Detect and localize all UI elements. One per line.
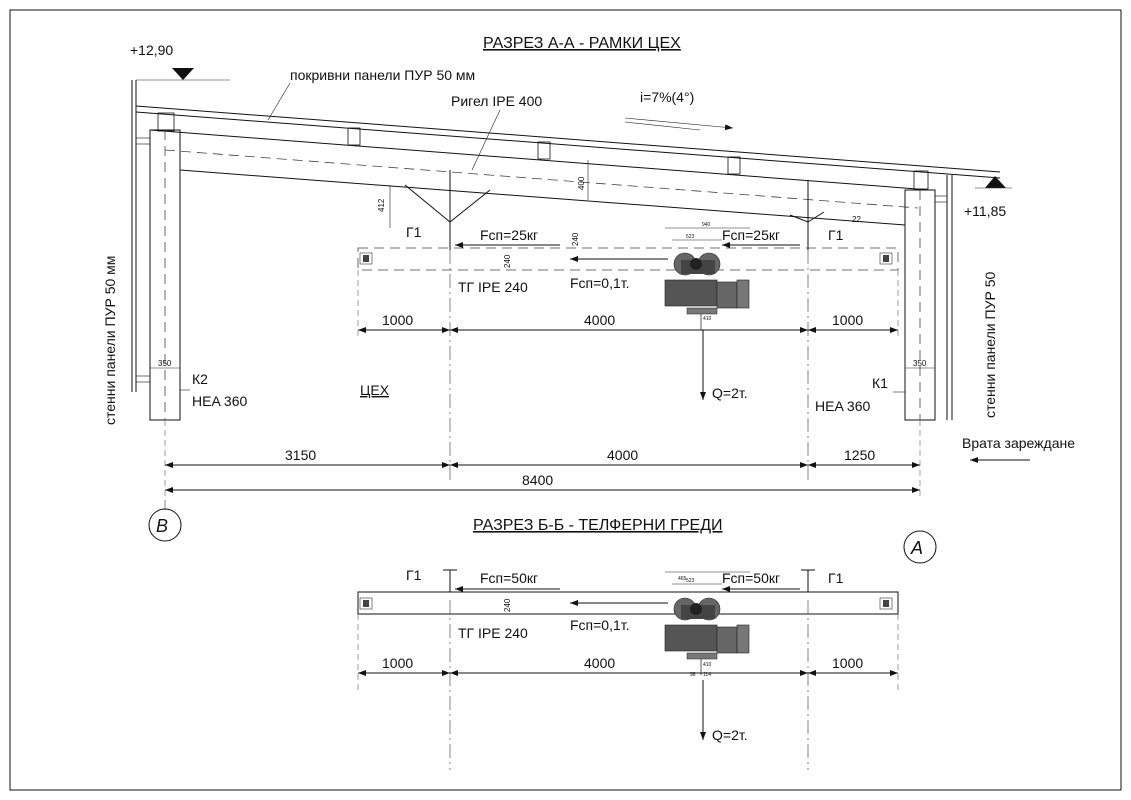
col-k1-profile: HEA 360	[815, 398, 870, 414]
axis-bubble-right	[903, 530, 937, 564]
hoist-bb-d523: 523	[686, 578, 695, 584]
force-trolley-aa: Fсп=0,1т.	[570, 275, 630, 291]
axis-bubble-left	[148, 508, 182, 542]
g1-left-bb: Г1	[406, 567, 422, 583]
dim-beam-bb-2: 4000	[584, 655, 615, 671]
dim-main-1: 3150	[285, 447, 316, 463]
hoist-bb-d410: 410	[703, 662, 712, 668]
hoist-aa-d523: 523	[686, 234, 695, 240]
force-trolley-bb: Fсп=0,1т.	[570, 617, 630, 633]
dim-beam-bb-3: 1000	[832, 655, 863, 671]
force-left-bb: Fсп=50кг	[480, 570, 538, 586]
load-bb: Q=2т.	[712, 727, 748, 743]
axis-left-label: В	[156, 516, 168, 536]
d412: 412	[377, 198, 386, 212]
section-aa: РАЗРЕЗ А-А - РАМКИ ЦЕХ +12,90	[102, 35, 1075, 564]
section-bb-title: РАЗРЕЗ Б-Б - ТЕЛФЕРНИ ГРЕДИ	[473, 517, 723, 534]
wall-panels-left: стенни панели ПУР 50 мм	[102, 256, 118, 425]
beam-label-bb: ТГ IPE 240	[458, 625, 528, 641]
hoist-aa-d940: 940	[702, 222, 711, 228]
force-right-aa: Fсп=25кг	[722, 227, 780, 243]
beam-label-aa: ТГ IPE 240	[458, 279, 528, 295]
sheet-border	[9, 9, 1122, 791]
dim-beam-bb-1: 1000	[382, 655, 413, 671]
d22: 22	[852, 215, 861, 224]
slope-label: i=7%(4°)	[640, 89, 694, 105]
dim-total: 8400	[522, 472, 553, 488]
col-k1-mark: К1	[872, 375, 888, 391]
section-aa-title: РАЗРЕЗ А-А - РАМКИ ЦЕХ	[483, 35, 681, 52]
dim-beam-aa-3: 1000	[832, 312, 863, 328]
roof-panels-label: покривни панели ПУР 50 мм	[290, 67, 475, 83]
d350-right: 350	[913, 359, 927, 368]
dim-main-3: 1250	[844, 447, 875, 463]
load-aa: Q=2т.	[712, 385, 748, 401]
g1-left-aa: Г1	[406, 224, 422, 240]
col-k2-mark: К2	[192, 371, 208, 387]
wall-panels-right: стенни панели ПУР 50	[982, 272, 998, 418]
dim-beam-aa-1: 1000	[382, 312, 413, 328]
d240-bb: 240	[503, 598, 512, 612]
hoist-bb-d465: 465	[678, 576, 687, 582]
level-left: +12,90	[130, 42, 173, 58]
col-k2-profile: HEA 360	[192, 393, 247, 409]
hall-label: ЦЕХ	[360, 382, 390, 398]
d350-left: 350	[158, 359, 172, 368]
force-right-bb: Fсп=50кг	[722, 570, 780, 586]
dim-beam-aa-2: 4000	[584, 312, 615, 328]
hoist-aa-d410: 410	[703, 316, 712, 322]
d240-b: 240	[571, 232, 580, 246]
d240-a: 240	[503, 254, 512, 268]
level-right: +11,85	[964, 203, 1006, 219]
axis-right-label: А	[910, 538, 923, 558]
section-bb: РАЗРЕЗ Б-Б - ТЕЛФЕРНИ ГРЕДИ 240 Г1 Г1 Fс…	[357, 517, 899, 770]
force-left-aa: Fсп=25кг	[480, 227, 538, 243]
gate-label: Врата зареждане	[962, 435, 1075, 451]
g1-right-bb: Г1	[828, 570, 844, 586]
d400: 400	[577, 176, 586, 190]
g1-right-aa: Г1	[828, 227, 844, 243]
rafter-label: Ригел IPE 400	[451, 93, 542, 109]
dim-main-2: 4000	[607, 447, 638, 463]
